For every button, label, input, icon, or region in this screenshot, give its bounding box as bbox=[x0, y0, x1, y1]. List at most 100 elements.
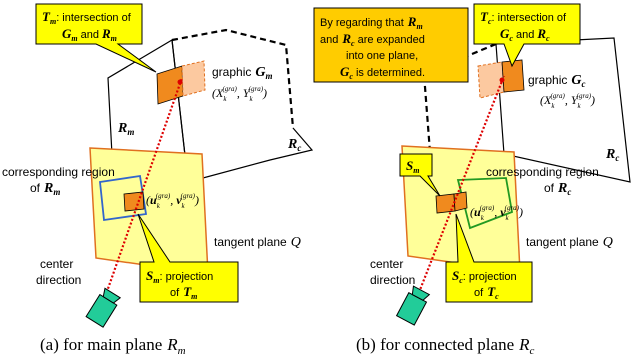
corresponding-region-rc bbox=[456, 177, 514, 230]
projection-sc-right bbox=[453, 191, 468, 212]
tangent-label: tangent plane bbox=[214, 235, 287, 249]
tangent-label-right: tangent plane bbox=[526, 235, 599, 249]
plane-rc-solid bbox=[187, 127, 314, 183]
plane-rc-label-right: R bbox=[605, 147, 615, 162]
callout-sm-symbol: S bbox=[146, 268, 153, 283]
callout-tc-box bbox=[473, 3, 581, 68]
callout-sm-t-sub: m bbox=[191, 292, 197, 301]
graphic-gm-sub: m bbox=[265, 71, 272, 81]
callout-tm-text: : intersection of bbox=[56, 12, 132, 24]
plane-rc-label: R bbox=[287, 137, 297, 152]
center-label-line1: center bbox=[40, 257, 73, 271]
callout-tm-r: R bbox=[101, 26, 111, 41]
region-label-symbol: R bbox=[43, 181, 53, 196]
callout-tm-and: and bbox=[81, 29, 99, 41]
callout-sm-small-sub: m bbox=[413, 166, 419, 175]
caption-left: (a) for main plane bbox=[40, 335, 162, 354]
svg-text:Tc: intersection of: Tc: intersection of bbox=[480, 9, 567, 26]
svg-text:Sm: projection: Sm: projection bbox=[146, 268, 213, 285]
caption-left-sub: m bbox=[178, 345, 186, 357]
callout-tm-sub: m bbox=[50, 17, 56, 26]
graphic-gc-label: graphic bbox=[528, 73, 567, 87]
graphic-gm-extension bbox=[181, 60, 206, 97]
region-label-right-line1: corresponding region bbox=[486, 165, 599, 179]
tangent-symbol: Q bbox=[291, 235, 301, 250]
note-line4-text: is determined. bbox=[356, 67, 425, 79]
callout-tc-g: G bbox=[500, 26, 510, 41]
callout-sm-t: T bbox=[183, 284, 192, 299]
graphic-gm-coords: (Xk(gra), Yk(gra)) bbox=[212, 85, 267, 103]
callout-sc-text: : projection bbox=[463, 271, 517, 283]
region-label-right-symbol: R bbox=[557, 181, 567, 196]
image-coords: (uk(gra), vk(gra)) bbox=[146, 192, 199, 210]
callout-tc-g-sub: c bbox=[509, 34, 513, 43]
ray-end-dot-right bbox=[499, 77, 505, 83]
camera-icon bbox=[85, 287, 122, 328]
graphic-gc-symbol: G bbox=[571, 73, 581, 88]
callout-sm-small-box bbox=[399, 153, 441, 197]
callout-sc-sub: c bbox=[459, 276, 463, 285]
plane-rc-dashed bbox=[171, 28, 295, 129]
svg-text:Sm: Sm bbox=[406, 158, 419, 175]
callout-tc-text: : intersection of bbox=[492, 12, 568, 24]
callout-sc-t: T bbox=[487, 284, 496, 299]
callout-tc-r-sub: c bbox=[546, 34, 550, 43]
callout-sc-t-sub: c bbox=[495, 292, 499, 301]
note-line2-and: and bbox=[320, 34, 338, 46]
callout-sm-sub: m bbox=[153, 276, 159, 285]
callout-sc-box bbox=[445, 213, 533, 303]
caption-right: (b) for connected plane bbox=[356, 335, 514, 354]
caption-right-sub: c bbox=[530, 345, 535, 357]
svg-text:Rc: Rc bbox=[605, 147, 619, 163]
plane-rm-label-sub: m bbox=[127, 127, 134, 137]
ray-end-dot bbox=[177, 79, 183, 85]
callout-tc-and: and bbox=[516, 29, 534, 41]
plane-rc-label-right-sub: c bbox=[615, 153, 619, 163]
note-line1-symbol: R bbox=[407, 14, 417, 29]
graphic-gm-symbol: G bbox=[255, 65, 265, 80]
callout-tm-g-sub: m bbox=[71, 34, 77, 43]
region-label-line1: corresponding region bbox=[2, 165, 115, 179]
region-label-right-of: of bbox=[544, 181, 555, 195]
note-line4-symbol: G bbox=[340, 64, 350, 79]
region-label-sub: m bbox=[53, 187, 60, 197]
note-line3: into one plane, bbox=[346, 50, 418, 62]
svg-text:Rm: Rm bbox=[117, 121, 134, 137]
callout-sm-of: of bbox=[170, 287, 180, 299]
callout-tc-r: R bbox=[536, 26, 546, 41]
note-line4-sub: c bbox=[349, 72, 353, 81]
note-line2-text: are expanded bbox=[358, 34, 425, 46]
region-label-right-sub: c bbox=[567, 187, 571, 197]
callout-sc-of: of bbox=[474, 287, 484, 299]
plane-rm-label: R bbox=[117, 121, 127, 136]
callout-tm-symbol: T bbox=[42, 9, 51, 24]
projection-ray-right bbox=[414, 75, 506, 301]
image-coords-right: (uk(gra), vk(gra)) bbox=[470, 204, 523, 222]
graphic-gc-extension bbox=[477, 61, 505, 99]
callout-tc-sub: c bbox=[488, 17, 492, 26]
callout-sc-symbol: S bbox=[452, 268, 459, 283]
projection-ray bbox=[102, 77, 184, 301]
projection-sm bbox=[123, 191, 145, 212]
graphic-gm-label: graphic bbox=[212, 65, 251, 79]
center-label-right-line2: direction bbox=[370, 273, 415, 287]
callout-tc-symbol: T bbox=[480, 9, 489, 24]
note-line1-sub: m bbox=[416, 22, 422, 31]
caption-left-symbol: R bbox=[166, 335, 178, 354]
